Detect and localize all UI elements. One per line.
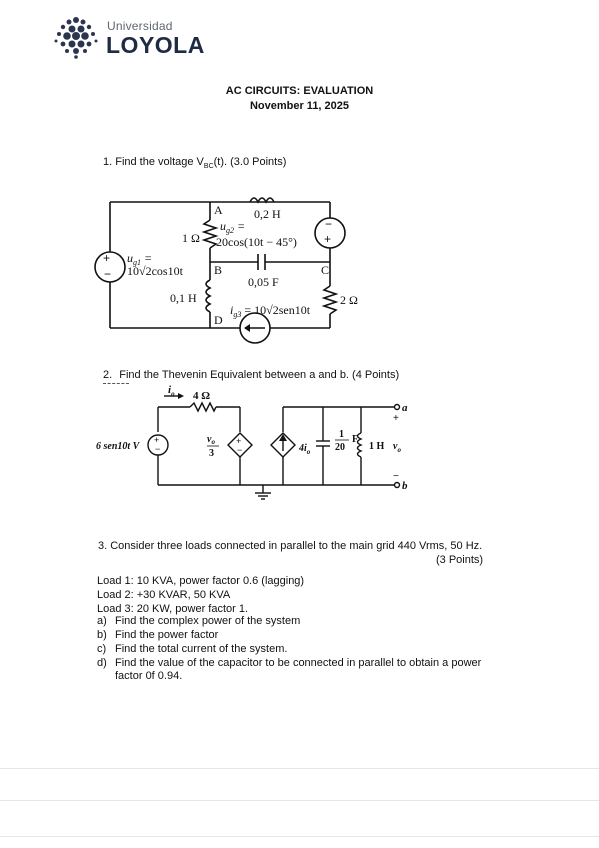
resistor-2ohm-label: 2 Ω bbox=[340, 293, 358, 307]
underline-mark bbox=[103, 383, 129, 384]
item-b-label: b) bbox=[97, 629, 107, 641]
source-voltage-label: 6 sen10t V bbox=[96, 441, 141, 452]
question-2-number: 2. bbox=[103, 369, 113, 381]
item-c-label: c) bbox=[97, 643, 107, 655]
inductor-1h-label: 1 H bbox=[369, 441, 385, 452]
question-1: 1. Find the voltage VBC(t). (3.0 Points) bbox=[103, 156, 286, 170]
logo-university-text: Universidad bbox=[107, 19, 173, 33]
page-title: AC CIRCUITS: EVALUATION bbox=[225, 85, 374, 97]
dep-vsource-denominator: 3 bbox=[209, 448, 214, 459]
exam-date: November 11, 2025 bbox=[249, 100, 350, 112]
dep-vsource-plus: + bbox=[236, 436, 241, 446]
capacitor-denominator: 20 bbox=[335, 442, 345, 453]
question-1-sub: BC bbox=[203, 163, 214, 171]
node-a-label: A bbox=[214, 203, 223, 217]
dep-vsource-minus: − bbox=[237, 445, 242, 455]
question-2-text: Find the Thevenin Equivalent between a a… bbox=[119, 369, 400, 381]
question-1-prefix: 1. Find the voltage V bbox=[103, 156, 204, 168]
ug1-plus-sign: + bbox=[103, 251, 110, 265]
item-c: c) Find the total current of the system. bbox=[97, 642, 287, 656]
item-a: a) Find the complex power of the system bbox=[97, 614, 300, 628]
node-c-label: C bbox=[321, 263, 329, 277]
node-b-label: B bbox=[214, 263, 222, 277]
item-d: d) Find the value of the capacitor to be … bbox=[97, 656, 481, 670]
terminal-a-label: a bbox=[402, 402, 408, 414]
capacitor-numerator: 1 bbox=[339, 429, 344, 440]
scan-line bbox=[0, 800, 599, 801]
vo-label: vo bbox=[393, 441, 401, 454]
load-1: Load 1: 10 KVA, power factor 0.6 (laggin… bbox=[97, 575, 305, 587]
io-current-label: io bbox=[168, 385, 175, 398]
question-1-suffix: (t). (3.0 Points) bbox=[213, 156, 287, 168]
item-d-continuation: factor 0f 0.94. bbox=[115, 670, 183, 682]
inductor-02-label: 0,2 H bbox=[254, 207, 281, 221]
dep-isource-label: 4io bbox=[298, 443, 311, 456]
resistor-4ohm-label: 4 Ω bbox=[193, 390, 210, 402]
load-3: Load 3: 20 KW, power factor 1. bbox=[97, 603, 249, 615]
circuit-1-diagram: + − − + A B C D 0,2 H 1 Ω ug2 = 20cos(10… bbox=[94, 197, 358, 344]
question-3-line: 3. Consider three loads connected in par… bbox=[98, 540, 483, 552]
item-d-text: Find the value of the capacitor to be co… bbox=[115, 657, 482, 669]
ug2-plus-sign: + bbox=[324, 232, 331, 246]
ug1-minus-sign: − bbox=[104, 267, 111, 281]
scan-line bbox=[0, 768, 599, 769]
terminal-b-label: b bbox=[402, 480, 408, 492]
source-plus-sign: + bbox=[154, 435, 159, 445]
ug2-minus-sign: − bbox=[325, 217, 332, 231]
ug1-value: 10√2cos10t bbox=[127, 264, 184, 278]
ug1-symbol: ug1 = bbox=[127, 251, 152, 267]
dep-vsource-numerator: vo bbox=[207, 434, 215, 446]
question-3-points: (3 Points) bbox=[436, 554, 484, 566]
item-c-text: Find the total current of the system. bbox=[115, 643, 288, 655]
university-logo-icon bbox=[54, 17, 98, 59]
item-b: b) Find the power factor bbox=[97, 628, 218, 642]
source-minus-sign: − bbox=[155, 444, 160, 454]
item-d-label: d) bbox=[97, 657, 107, 669]
logo-loyola-text: LOYOLA bbox=[106, 32, 205, 58]
scan-line bbox=[0, 836, 599, 837]
resistor-1ohm-label: 1 Ω bbox=[182, 231, 200, 245]
load-2: Load 2: +30 KVAR, 50 KVA bbox=[97, 589, 231, 601]
question-2: 2. Find the Thevenin Equivalent between … bbox=[103, 369, 399, 381]
ig3-label: ig3 = 10√2sen10t bbox=[230, 303, 311, 319]
terminal-b-minus: − bbox=[393, 471, 399, 482]
item-b-text: Find the power factor bbox=[115, 629, 219, 641]
capacitor-unit: F bbox=[352, 434, 358, 445]
item-a-text: Find the complex power of the system bbox=[115, 615, 301, 627]
item-a-label: a) bbox=[97, 615, 107, 627]
terminal-a-plus: + bbox=[393, 413, 399, 424]
circuit-2-diagram: io 4 Ω 6 sen10t V + − + − vo 3 4io 1 20 … bbox=[96, 385, 408, 500]
ug2-symbol: ug2 = bbox=[220, 219, 245, 235]
ug2-value: 20cos(10t − 45°) bbox=[216, 235, 297, 249]
node-d-label: D bbox=[214, 313, 223, 327]
inductor-01-label: 0,1 H bbox=[170, 291, 197, 305]
capacitor-label: 0,05 F bbox=[248, 275, 279, 289]
